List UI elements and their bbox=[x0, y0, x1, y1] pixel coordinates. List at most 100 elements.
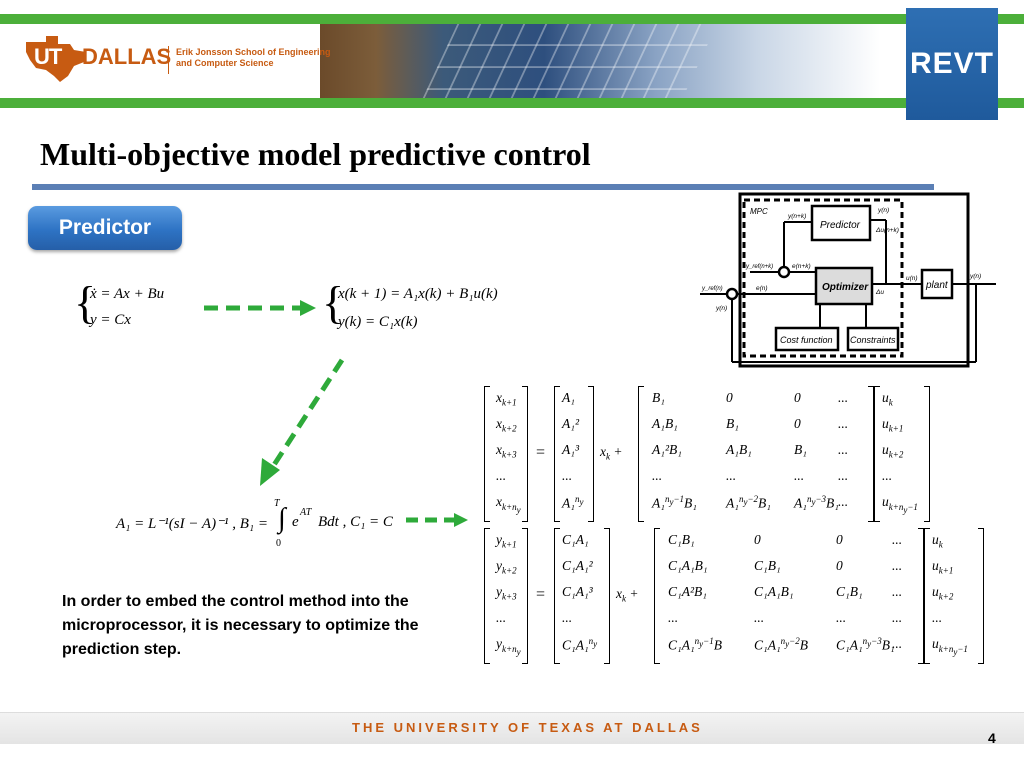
b-entry: B₁ bbox=[794, 442, 807, 457]
u-entry: uk+2 bbox=[932, 584, 954, 602]
u-entry: uk+1 bbox=[932, 558, 954, 576]
revt-logo: REVT bbox=[906, 8, 998, 120]
b-entry: A₁B₁ bbox=[726, 442, 752, 457]
discrete-state-eq: x(k + 1) = A₁x(k) + B₁u(k) bbox=[338, 286, 498, 302]
continuous-output-eq: y = Cx bbox=[90, 312, 131, 328]
lhs-entry: yk+1 bbox=[496, 532, 517, 550]
integral-lower-bound: 0 bbox=[276, 538, 281, 549]
a-entry: A₁³ bbox=[562, 442, 579, 457]
lhs-vector-left-bracket bbox=[484, 528, 490, 664]
equals-sign: = bbox=[536, 444, 546, 461]
a-vector-left-bracket bbox=[554, 528, 560, 664]
logo-ut-text: UT bbox=[34, 44, 62, 69]
a-entry: A₁ bbox=[562, 390, 575, 405]
ut-texas-logo-icon bbox=[24, 32, 86, 82]
sum-junction-top bbox=[777, 265, 791, 279]
footer-band bbox=[0, 712, 1024, 744]
diagram-cost-label: Cost function bbox=[780, 335, 833, 345]
lhs-entry: yk+ny bbox=[496, 636, 521, 657]
lhs-entry: yk+2 bbox=[496, 558, 517, 576]
continuous-state-eq: ẋ = Ax + Bu bbox=[90, 286, 165, 302]
arrow-right-icon bbox=[406, 513, 468, 527]
lhs-entry: xk+2 bbox=[496, 416, 517, 434]
u-entry: uk+ny−1 bbox=[882, 494, 918, 515]
a-vector-left-bracket bbox=[554, 386, 560, 522]
b-entry: ... bbox=[838, 442, 849, 457]
b-entry: ... bbox=[892, 636, 903, 651]
b-entry: 0 bbox=[836, 558, 843, 573]
label-y-n-left: y(n) bbox=[715, 305, 727, 312]
label-yref-n: y_ref(n) bbox=[701, 286, 723, 292]
label-du: Δu bbox=[875, 289, 884, 296]
b-entry: C₁A₁ny−3B₁ bbox=[836, 636, 895, 653]
b-entry: ... bbox=[838, 416, 849, 431]
label-du-n-k: Δu(n+k) bbox=[875, 227, 899, 234]
u-vector-right-bracket bbox=[978, 528, 984, 664]
b-entry: A₁ny−1B₁ bbox=[652, 494, 697, 511]
label-u-n: u(n) bbox=[906, 275, 918, 282]
top-green-band bbox=[0, 14, 1024, 24]
a-vector-right-bracket bbox=[604, 528, 610, 664]
solar-cells-pattern bbox=[422, 24, 718, 98]
a-entry: C₁A₁ bbox=[562, 532, 589, 547]
b-entry: A₁ny−2B₁ bbox=[726, 494, 771, 511]
lhs-entry: yk+3 bbox=[496, 584, 517, 602]
a-entry: C₁A₁³ bbox=[562, 584, 593, 599]
lhs-vector-left-bracket bbox=[484, 386, 490, 522]
b-entry: 0 bbox=[794, 390, 801, 405]
constraints-block bbox=[846, 326, 900, 352]
b-entry: A₁B₁ bbox=[652, 416, 678, 431]
discrete-output-eq: y(k) = C₁x(k) bbox=[338, 314, 418, 330]
lhs-vector-right-bracket bbox=[522, 528, 528, 664]
u-vector-left-bracket bbox=[924, 528, 930, 664]
u-entry: ... bbox=[932, 610, 943, 625]
b-entry: 0 bbox=[794, 416, 801, 431]
left-brace: { bbox=[74, 277, 97, 328]
slide-title: Multi-objective model predictive control bbox=[40, 136, 591, 172]
sum-junction-left bbox=[725, 287, 739, 301]
discretization-part3: Bdt , C₁ = C bbox=[318, 514, 393, 530]
b-entry: C₁B₁ bbox=[668, 532, 695, 547]
b-entry: C₁A₁B₁ bbox=[754, 584, 794, 599]
b-entry: C₁A₁ny−1B bbox=[668, 636, 722, 653]
bottom-green-band bbox=[0, 98, 1024, 108]
b-entry: ... bbox=[754, 610, 765, 625]
title-underline bbox=[32, 184, 934, 190]
b-matrix-right-bracket bbox=[918, 528, 924, 664]
exp-base: e bbox=[292, 514, 299, 530]
b-entry: B₁ bbox=[726, 416, 739, 431]
b-entry: C₁A₁ny−2B bbox=[754, 636, 808, 653]
integral-upper-bound: T bbox=[274, 498, 280, 509]
lhs-vector-right-bracket bbox=[522, 386, 528, 522]
a-entry: ... bbox=[562, 468, 573, 483]
u-entry: uk bbox=[882, 390, 893, 408]
b-entry: 0 bbox=[726, 390, 733, 405]
b-matrix-right-bracket bbox=[868, 386, 874, 522]
u-vector-right-bracket bbox=[924, 386, 930, 522]
b-entry: ... bbox=[838, 390, 849, 405]
u-vector-left-bracket bbox=[874, 386, 880, 522]
b-entry: ... bbox=[892, 584, 903, 599]
b-entry: ... bbox=[726, 468, 737, 483]
b-entry: A₁²B₁ bbox=[652, 442, 682, 457]
explanation-text: In order to embed the control method int… bbox=[62, 593, 419, 658]
b-entry: ... bbox=[668, 610, 679, 625]
arrow-right-icon bbox=[204, 300, 316, 316]
u-entry: uk+ny−1 bbox=[932, 636, 968, 657]
predictor-badge-label: Predictor bbox=[58, 216, 152, 239]
a-entry: ... bbox=[562, 610, 573, 625]
logo-divider bbox=[168, 46, 169, 74]
u-entry: uk+1 bbox=[882, 416, 904, 434]
integral-sign: ∫ bbox=[278, 503, 286, 534]
page-number: 4 bbox=[988, 730, 996, 746]
a-entry: A₁ny bbox=[562, 494, 584, 511]
b-entry: C₁A²B₁ bbox=[668, 584, 707, 599]
solar-panel-photo bbox=[320, 24, 880, 98]
a-vector-right-bracket bbox=[588, 386, 594, 522]
b-entry: ... bbox=[892, 558, 903, 573]
b-entry: A₁ny−3B₁ bbox=[794, 494, 839, 511]
arrow-down-left-icon bbox=[260, 358, 345, 486]
footer-university: THE UNIVERSITY OF TEXAS AT DALLAS bbox=[352, 720, 703, 735]
